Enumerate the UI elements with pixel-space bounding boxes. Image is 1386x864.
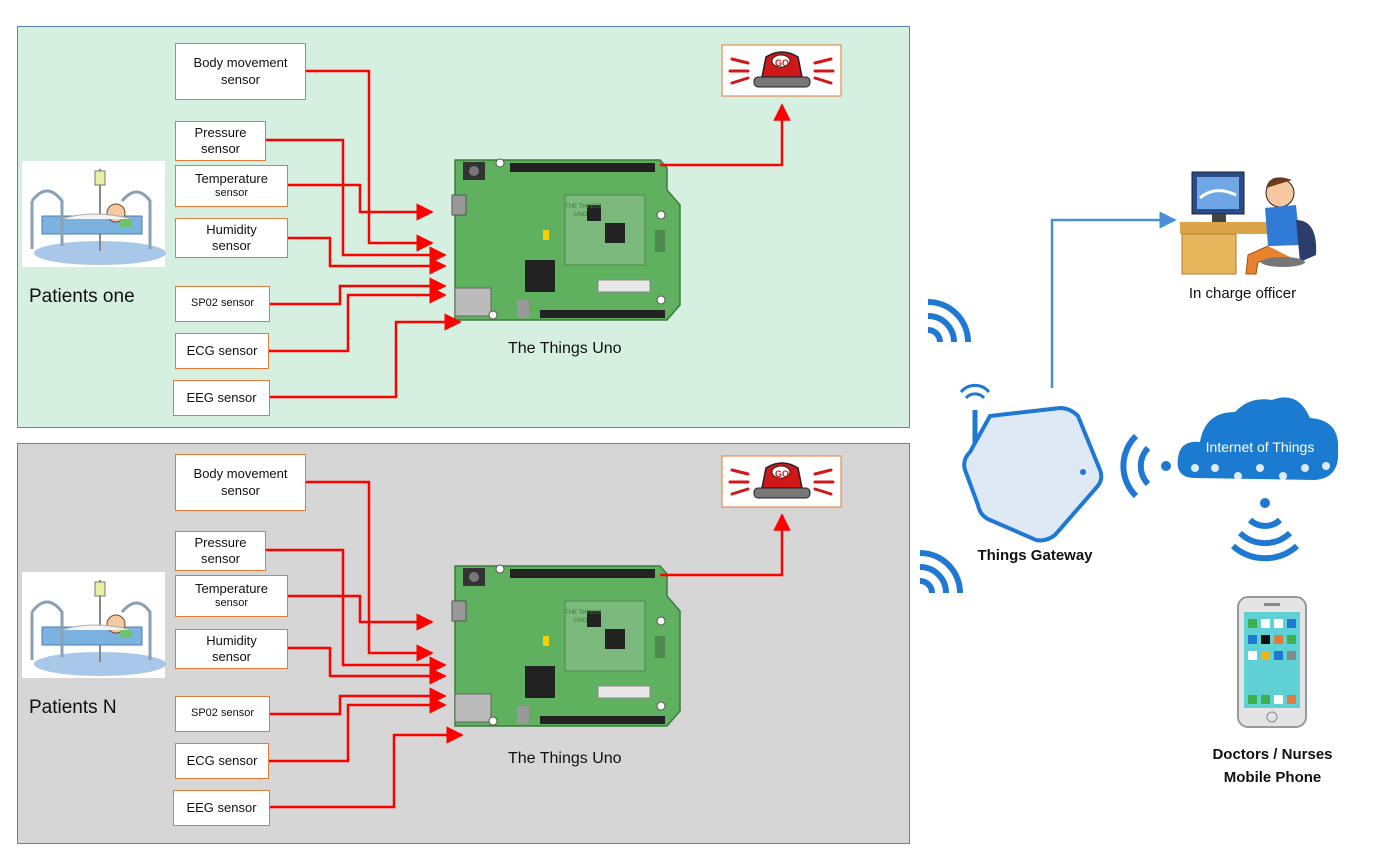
humidity-sensor-box: Humidity sensor (175, 629, 288, 669)
arduino-board-icon (451, 158, 681, 321)
sensor-label: Temperature (195, 171, 268, 186)
eeg-sensor-box: EEG sensor (173, 380, 270, 416)
sensor-label: SP02 sensor (191, 707, 254, 720)
sensor-label: sensor (214, 597, 249, 610)
sensor-label: Humidity (206, 221, 257, 237)
board-label: The Things Uno (508, 750, 622, 767)
alarm-light-icon (720, 454, 843, 509)
wifi-signal-icon (928, 302, 968, 342)
wifi-signal-icon (1231, 498, 1299, 562)
gateway-label: Things Gateway (977, 547, 1093, 564)
sensor-label: Humidity (206, 632, 257, 648)
wifi-signal-icon (920, 553, 960, 593)
eeg-sensor-box: EEG sensor (173, 790, 270, 826)
pressure-sensor-box: Pressure sensor (175, 531, 266, 571)
phone-label-line2: Mobile Phone (1223, 769, 1322, 786)
board-print: THE THINGS (565, 204, 601, 210)
officer-computer-icon (1180, 171, 1317, 275)
sensor-label: ECG sensor (186, 752, 258, 768)
body-movement-sensor-box: Body movement sensor (175, 43, 306, 100)
spo2-sensor-box: SP02 sensor (175, 286, 270, 322)
temperature-sensor-box: Temperature sensor (175, 575, 288, 617)
phone-label: Doctors / Nurses Mobile Phone (1195, 743, 1350, 789)
cloud-label: Internet of Things (1205, 439, 1315, 455)
body-movement-sensor-box: Body movement sensor (175, 454, 306, 511)
sensor-label: sensor (200, 551, 241, 566)
ecg-sensor-box: ECG sensor (175, 333, 269, 369)
smartphone-icon (1237, 596, 1307, 728)
wifi-signal-icon (1120, 433, 1171, 499)
sensor-label: SP02 sensor (191, 297, 254, 310)
patient-bed-icon (20, 159, 168, 269)
sensor-label: ECG sensor (186, 342, 258, 358)
board-print: UNO (574, 212, 588, 218)
sensor-label: Pressure (194, 124, 247, 140)
officer-label: In charge officer (1188, 285, 1297, 302)
phone-label-line1: Doctors / Nurses (1212, 746, 1333, 763)
patient-bed-icon (20, 570, 168, 680)
ecg-sensor-box: ECG sensor (175, 743, 269, 779)
sensor-label: sensor (220, 482, 261, 498)
board-label: The Things Uno (508, 340, 622, 357)
sensor-label: sensor (220, 71, 261, 87)
spo2-sensor-box: SP02 sensor (175, 696, 270, 732)
patient-label: Patients N (29, 697, 117, 718)
sensor-label: Body movement (193, 466, 288, 482)
temperature-sensor-box: Temperature sensor (175, 165, 288, 207)
patient-label: Patients one (29, 286, 135, 307)
sensor-label: sensor (214, 187, 249, 200)
sensor-label: EEG sensor (186, 799, 257, 815)
cloud-icon (1177, 397, 1339, 480)
sensor-label: EEG sensor (186, 389, 257, 405)
sensor-label: Pressure (194, 534, 247, 550)
sensor-label: sensor (211, 238, 252, 253)
gateway-officer-link (1050, 211, 1177, 388)
board-print: THE THINGS (565, 610, 601, 616)
router-icon (959, 383, 1104, 543)
board-print: UNO (574, 618, 588, 624)
sensor-label: sensor (211, 649, 252, 664)
alarm-print: GO (775, 469, 789, 479)
alarm-print: GO (775, 58, 789, 68)
sensor-label: Body movement (193, 55, 288, 71)
sensor-wires-panel1 (266, 69, 791, 399)
sensor-wires-panel2 (266, 480, 791, 809)
alarm-light-icon (720, 43, 843, 98)
sensor-label: sensor (200, 141, 241, 156)
humidity-sensor-box: Humidity sensor (175, 218, 288, 258)
pressure-sensor-box: Pressure sensor (175, 121, 266, 161)
sensor-label: Temperature (195, 581, 268, 596)
arduino-board-icon (451, 564, 681, 727)
